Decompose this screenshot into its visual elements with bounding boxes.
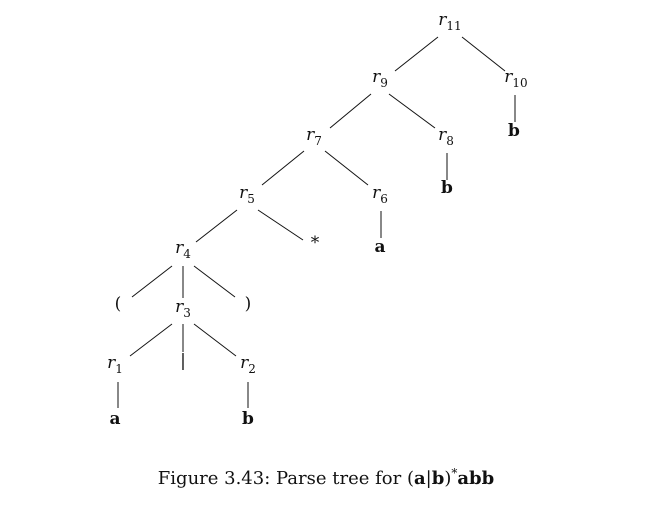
leaf-a1: a	[109, 409, 120, 429]
caption-rparen: )	[444, 468, 452, 489]
edge-r5-r4	[195, 209, 238, 243]
node-r7: r7	[306, 125, 322, 148]
node-r5: r5	[239, 183, 255, 206]
edge-r7-r6	[324, 150, 369, 186]
node-r4: r4	[175, 238, 191, 261]
figure-caption: Figure 3.43: Parse tree for (a|b)*abb	[0, 466, 652, 489]
node-r6: r6	[372, 183, 388, 206]
leaf-b2: b	[242, 409, 254, 429]
edge-r11-r9	[394, 36, 439, 72]
edge-r9-r7	[329, 93, 372, 129]
caption-star: *	[451, 466, 458, 480]
caption-prefix: Figure 3.43: Parse tree for	[157, 468, 407, 489]
node-r8: r8	[438, 125, 454, 148]
edge-r11-r10	[461, 36, 506, 72]
caption-lparen: (	[406, 468, 414, 489]
edge-r3-r2	[193, 323, 237, 357]
symbol-bar: |	[180, 351, 186, 371]
edge-r7-r5	[261, 150, 305, 186]
edge-r4-lparen	[131, 265, 173, 298]
symbol-lparen: (	[115, 294, 122, 314]
edge-r5-star	[257, 209, 304, 241]
node-r11: r11	[438, 10, 461, 33]
node-r2: r2	[240, 353, 256, 376]
caption-tail: abb	[457, 468, 495, 489]
symbol-star: *	[311, 233, 320, 253]
leaf-b8: b	[441, 178, 453, 198]
node-r9: r9	[372, 67, 388, 90]
edge-r3-r1	[129, 323, 173, 357]
leaf-a6: a	[374, 237, 385, 257]
parse-tree-diagram: r11 r9 r10 r7 r8 r5 r6 r4 r3 r1 r2 * () | a b a b b	[107, 10, 528, 429]
edge-r9-r8	[388, 93, 436, 129]
caption-a: a	[413, 468, 426, 489]
symbol-rparen: )	[245, 294, 252, 314]
caption-b: b	[431, 468, 445, 489]
node-r3: r3	[175, 297, 191, 320]
node-r1: r1	[107, 353, 123, 376]
leaf-b10: b	[508, 121, 520, 141]
node-r10: r10	[504, 67, 527, 90]
caption-bar: |	[425, 468, 432, 489]
edge-r4-rparen	[193, 265, 236, 298]
